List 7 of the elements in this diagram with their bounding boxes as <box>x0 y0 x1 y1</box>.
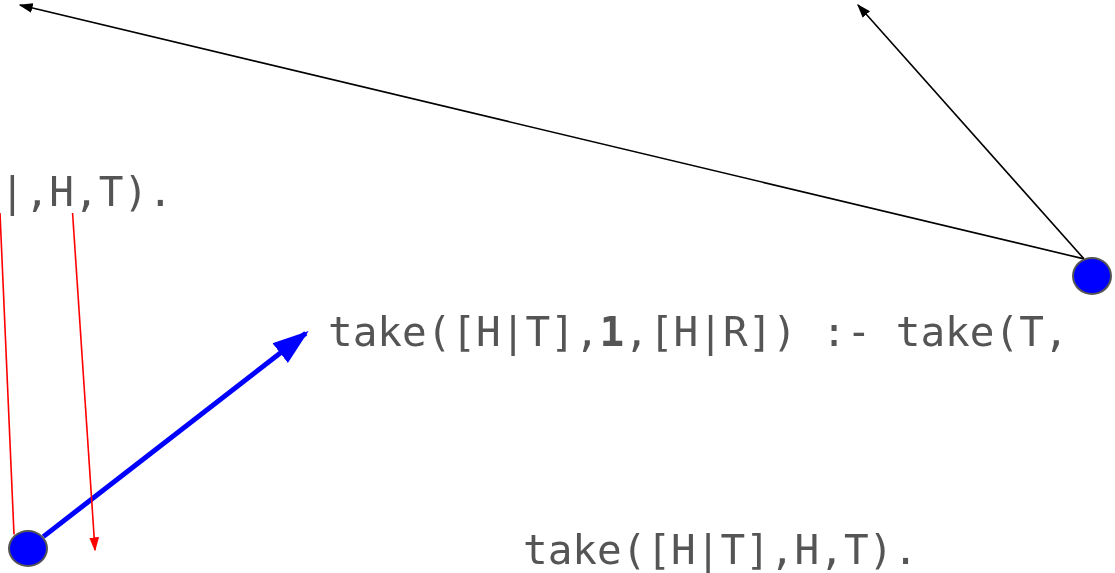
arrow <box>71 212 100 552</box>
connector-line <box>0 212 15 536</box>
circle-marker <box>8 530 48 567</box>
arrow <box>41 331 309 539</box>
circle-marker <box>1072 257 1112 295</box>
arrow <box>857 3 1085 260</box>
arrow <box>18 3 1085 260</box>
